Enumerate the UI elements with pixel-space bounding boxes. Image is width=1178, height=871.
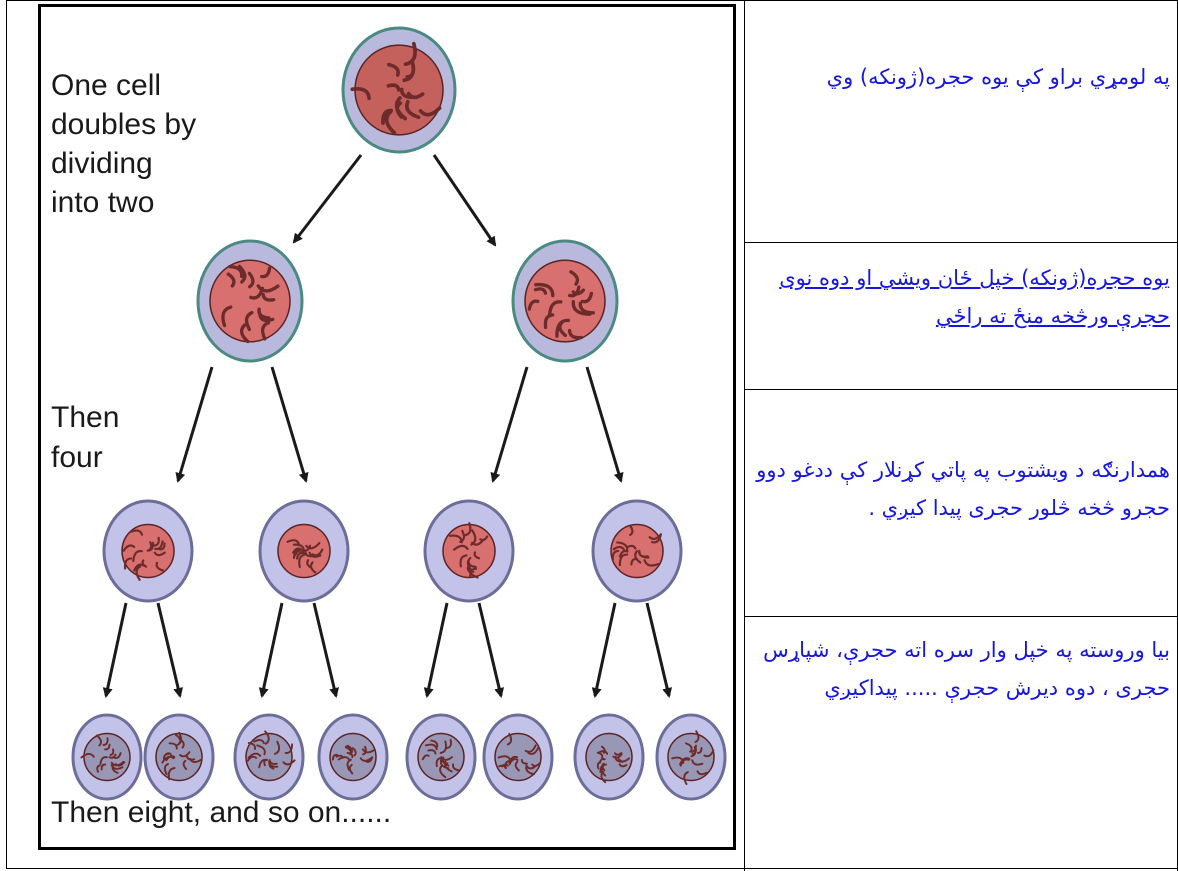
arrow-l2-0-right <box>156 602 184 698</box>
arrow-l1-0-left <box>175 366 214 483</box>
cell-generation-3-3 <box>591 499 683 603</box>
cells <box>71 26 727 801</box>
step-1-text: په لومړي براو کې یوه حجره(ژونکه) وي <box>826 65 1170 89</box>
cell-generation-3-2 <box>423 499 515 603</box>
arrow-l2-1-right <box>312 602 340 698</box>
arrow-l0-left <box>292 154 363 244</box>
cell-generation-4-5 <box>482 713 554 801</box>
lbl-four-line-0: Then <box>51 401 119 434</box>
step-2-text: یوه حجره(ژونکه) خپل ځان ویشي او دوه نوی … <box>779 266 1170 328</box>
arrows <box>102 154 673 698</box>
cell-generation-2-0 <box>196 239 304 363</box>
lbl-one-line-3: into two <box>51 186 154 219</box>
diagram-labels: One cell doubles by dividing into two Then f… <box>51 69 391 829</box>
cell-generation-3-0 <box>102 499 194 603</box>
cell-generation-2-1 <box>511 239 619 363</box>
step-4-text: بيا وروسته په خپل وار سره اته حجرې، شپاړ… <box>763 638 1170 700</box>
cell-generation-4-2 <box>233 713 305 801</box>
arrow-l1-1-right <box>585 366 624 483</box>
cell-generation-4-0 <box>71 713 143 801</box>
lbl-four-line-1: four <box>51 441 103 474</box>
cell-generation-4-6 <box>573 713 645 801</box>
arrow-l2-1-left <box>258 602 284 698</box>
arrow-l2-2-right <box>477 602 505 698</box>
label-then-eight: Then eight, and so on...... <box>51 796 391 829</box>
cell-division-figure: One cell doubles by dividing into two Then f… <box>38 4 736 850</box>
lbl-one-line-1: doubles by <box>51 108 196 141</box>
cell-generation-4-1 <box>143 713 215 801</box>
lbl-one-line-0: One cell <box>51 69 161 102</box>
label-one-cell: One cell doubles by dividing into two <box>51 69 196 219</box>
cell-generation-4-3 <box>317 713 389 801</box>
row-divider-3 <box>744 616 1178 617</box>
arrow-l2-2-left <box>423 602 449 698</box>
arrow-l1-1-left <box>490 366 529 483</box>
row-divider-1 <box>744 242 1178 243</box>
cell-generation-3-1 <box>258 499 350 603</box>
cell-generation-4-7 <box>655 713 727 801</box>
lbl-one-line-2: dividing <box>51 147 153 180</box>
arrow-l1-0-right <box>270 366 309 483</box>
arrow-l2-0-left <box>102 602 128 698</box>
cell-division-diagram: One cell doubles by dividing into two Then f… <box>51 26 727 829</box>
cell-generation-4-4 <box>405 713 477 801</box>
column-divider <box>744 0 745 871</box>
arrow-l0-right <box>432 154 497 247</box>
cell-generation-1 <box>341 26 457 154</box>
step-3-text: همدارنګه د ویشتوب په پاتي کړنلار کې ددغو… <box>756 458 1170 520</box>
arrow-l2-3-right <box>645 602 673 698</box>
row-divider-2 <box>744 389 1178 390</box>
arrow-l2-3-left <box>591 602 617 698</box>
label-then-four: Then four <box>51 401 119 474</box>
